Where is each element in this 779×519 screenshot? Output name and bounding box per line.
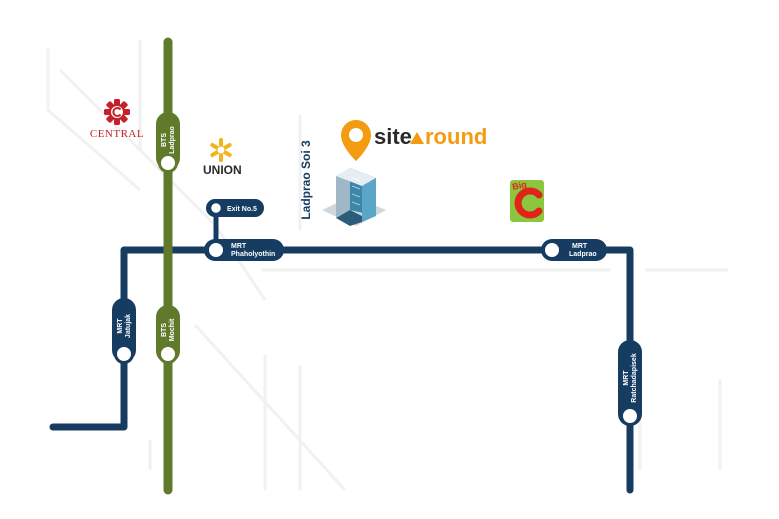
station-marker — [114, 344, 134, 364]
central-logo: CENTRAL — [90, 99, 144, 140]
site-location-marker[interactable]: site round — [341, 120, 487, 161]
map-pin-icon — [341, 120, 371, 161]
station-line-label: MRT — [231, 243, 247, 250]
road-label-ladprao-soi-3: Ladprao Soi 3 — [299, 140, 313, 220]
central-logo-text: CENTRAL — [90, 128, 144, 140]
station-name-label: Mochit — [169, 318, 176, 341]
station-line-label: BTS — [161, 133, 168, 147]
union-logo: UNION — [203, 138, 242, 177]
station-mrt-ratchadapisek[interactable]: MRT Ratchadapisek — [618, 340, 642, 426]
station-marker — [206, 240, 226, 260]
station-marker — [158, 344, 178, 364]
station-line-label: MRT — [117, 318, 124, 334]
station-name-label: Jatujak — [125, 314, 132, 338]
station-line-label: MRT — [623, 370, 630, 386]
station-mrt-phaholyothin[interactable]: MRT Phaholyothin — [204, 239, 284, 261]
brand-text-part1: site — [374, 124, 412, 149]
bigc-logo-text: Big — [511, 179, 527, 192]
station-name-label: Ladprao — [569, 251, 597, 258]
union-logo-text: UNION — [203, 163, 242, 177]
station-marker — [542, 240, 562, 260]
station-mrt-ladprao[interactable]: MRT Ladprao — [541, 239, 607, 261]
station-bts-ladprao[interactable]: BTS Ladprao — [156, 112, 180, 173]
station-line-label: BTS — [161, 323, 168, 337]
exit-marker — [208, 200, 224, 216]
station-name-label: Ratchadapisek — [631, 353, 638, 403]
station-marker — [620, 406, 640, 426]
station-name-label: Ladprao — [169, 126, 176, 154]
exit-label: Exit No.5 — [227, 206, 257, 213]
station-bts-mochit[interactable]: BTS Mochit — [156, 305, 180, 364]
station-marker — [158, 153, 178, 173]
building-icon — [322, 168, 386, 226]
station-name-label: Phaholyothin — [231, 251, 275, 258]
brand-triangle-icon — [410, 132, 424, 144]
bigc-logo: Big — [510, 179, 544, 222]
brand-text-part2: round — [425, 124, 487, 149]
station-exit-5[interactable]: Exit No.5 — [206, 199, 264, 217]
station-line-label: MRT — [572, 243, 588, 250]
station-mrt-jatujak[interactable]: MRT Jatujak — [112, 298, 136, 364]
